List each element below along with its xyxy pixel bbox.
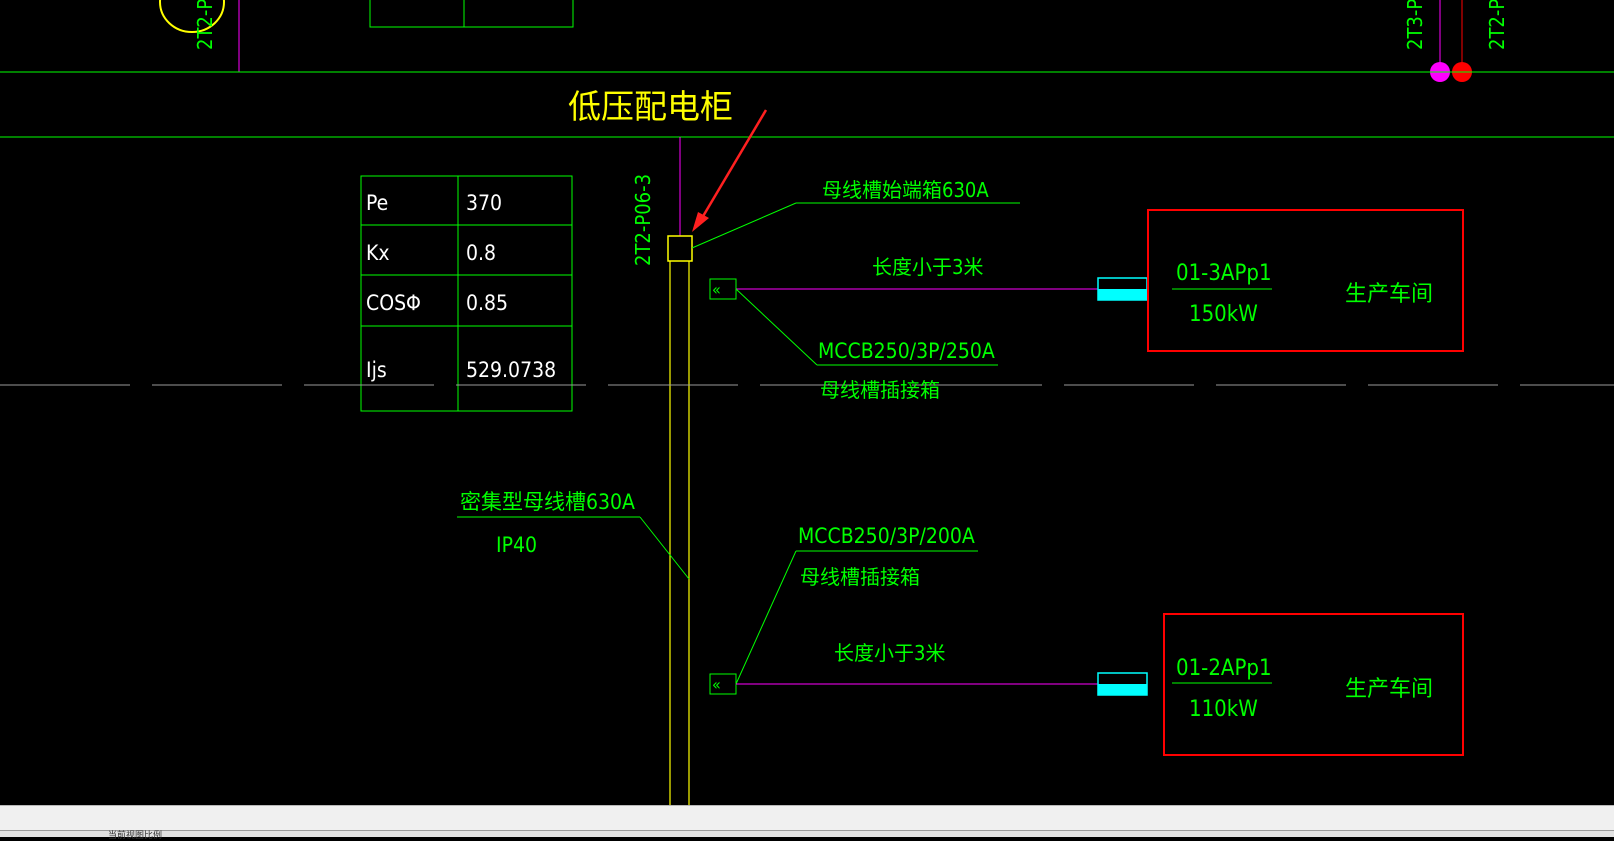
- top-left-vertical-label: 2T2-P: [193, 0, 217, 50]
- branch1-plug-symbol: «: [712, 280, 721, 299]
- branch2-panel-id: 01-2APp1: [1176, 656, 1272, 681]
- branch2-leader: [735, 550, 797, 685]
- annotation-arrow-head: [692, 212, 709, 232]
- table-value-kx: 0.8: [466, 241, 496, 265]
- branch1-panel-id: 01-3APp1: [1176, 261, 1272, 286]
- top-right-label-b: 2T2-P: [1485, 0, 1509, 50]
- load-calc-table: Pe 370 Kx 0.8 COSΦ 0.85 Ijs 529.0738: [360, 175, 573, 412]
- table-label-kx: Kx: [366, 241, 390, 265]
- branch2-breaker: MCCB250/3P/200A: [798, 524, 975, 548]
- table-value-cos: 0.85: [466, 291, 508, 315]
- busway-ip-label: IP40: [496, 533, 537, 557]
- busway-type-label: 密集型母线槽630A: [460, 490, 635, 514]
- busway-id-label: 2T2-P06-3: [631, 174, 655, 266]
- table-label-cos: COSΦ: [366, 291, 421, 315]
- branch1-cable-terminal-fill: [1098, 289, 1147, 300]
- branch2-power: 110kW: [1189, 697, 1258, 722]
- branch2-plug-box-label: 母线槽插接箱: [800, 565, 920, 589]
- status-text: 当前视图比例: [108, 831, 163, 841]
- branch1-plug-box-label: 母线槽插接箱: [820, 378, 940, 402]
- top-right-label-a: 2T3-P: [1403, 0, 1427, 50]
- yellow-revision-cloud: [159, 0, 225, 33]
- top-table-fragment: [369, 0, 574, 28]
- branch1-length-note: 长度小于3米: [872, 255, 983, 279]
- branch2-panel-box[interactable]: [1163, 613, 1464, 756]
- branch1-panel-box[interactable]: [1147, 209, 1464, 352]
- busway-start-box-label: 母线槽始端箱630A: [822, 178, 989, 202]
- branch1-breaker: MCCB250/3P/250A: [818, 339, 995, 363]
- annotation-arrow-shaft: [700, 109, 768, 219]
- cad-drawing-canvas[interactable]: 2T2-P 2T3-P 2T2-P 低压配电柜 2T2-P06-3 母线槽始端箱…: [0, 0, 1614, 805]
- branch2-length-note: 长度小于3米: [834, 641, 945, 665]
- branch2-location: 生产车间: [1345, 677, 1433, 702]
- busway-type-leader: [639, 516, 690, 580]
- busway-start-box[interactable]: [667, 235, 693, 262]
- status-strip: [0, 830, 1614, 837]
- table-label-ijs: Ijs: [366, 358, 387, 382]
- branch1-leader: [735, 288, 818, 366]
- branch1-location: 生产车间: [1345, 282, 1433, 307]
- start-box-leader: [691, 202, 797, 249]
- status-bar: 当前视图比例: [0, 805, 1614, 841]
- table-label-pe: Pe: [366, 191, 388, 215]
- table-value-ijs: 529.0738: [466, 358, 556, 382]
- branch2-cable-terminal-fill: [1098, 684, 1147, 695]
- cabinet-title: 低压配电柜: [568, 87, 733, 126]
- branch1-power: 150kW: [1189, 302, 1258, 327]
- table-value-pe: 370: [466, 191, 502, 215]
- branch2-plug-symbol: «: [712, 675, 721, 694]
